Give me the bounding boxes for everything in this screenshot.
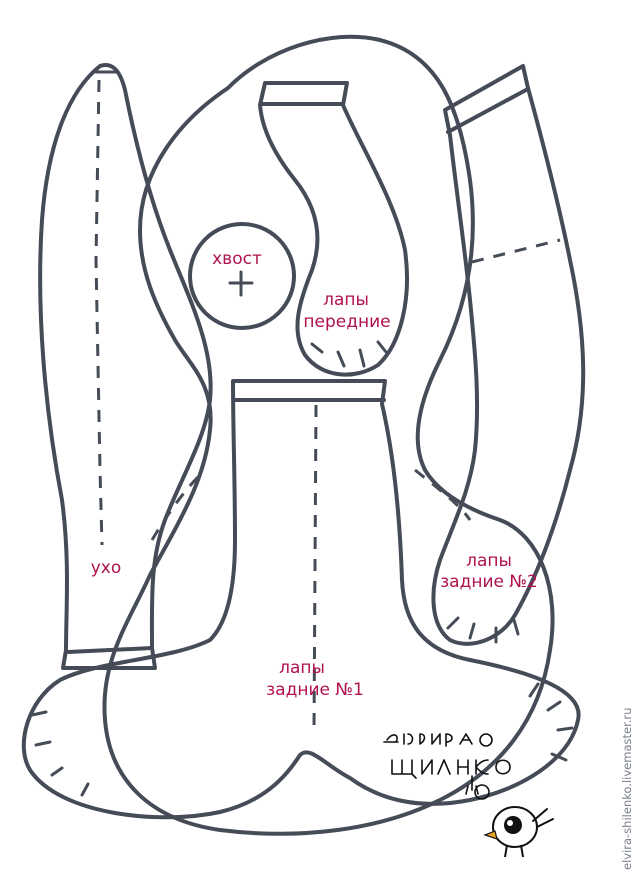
front-paw-notches [310,340,388,368]
hind-paws1-label-2: задние №1 [266,680,364,700]
tail-label: хвост [212,249,262,269]
hind-paw2-seam [471,238,561,264]
hind-paw2-top-bar [446,88,528,134]
front-paws-label-1: лапы [323,290,369,310]
hind-paws2-label-1: лапы [466,551,512,571]
site-url-watermark: elvira-shilenko.livemaster.ru [620,708,634,870]
hind-paw2-curve [414,468,472,521]
tail-cross-icon [228,270,254,297]
hind-paw1-side-dash [150,473,202,541]
ear-seam [94,79,104,546]
front-paw-piece [258,81,409,377]
hind-paws1-label-1: лапы [279,658,325,678]
hind-paw2-piece [431,64,586,646]
hind-paw1-notches-right [528,682,574,762]
ear-label: ухо [91,558,122,578]
hind-paws2-label-2: задние №2 [440,572,538,592]
signature-logo [383,733,511,800]
hind-paw1-piece [21,379,581,820]
hind-paw1-notches-left [30,710,90,797]
hind-paw2-notches [446,616,520,644]
tail-circle [188,222,296,330]
bird-icon [483,806,554,858]
ear-bottom-bar [66,646,154,654]
front-paws-label-2: передние [303,312,390,332]
hind-paw1-seam [312,404,318,731]
body-outline [102,34,555,836]
ear-piece [38,63,213,670]
